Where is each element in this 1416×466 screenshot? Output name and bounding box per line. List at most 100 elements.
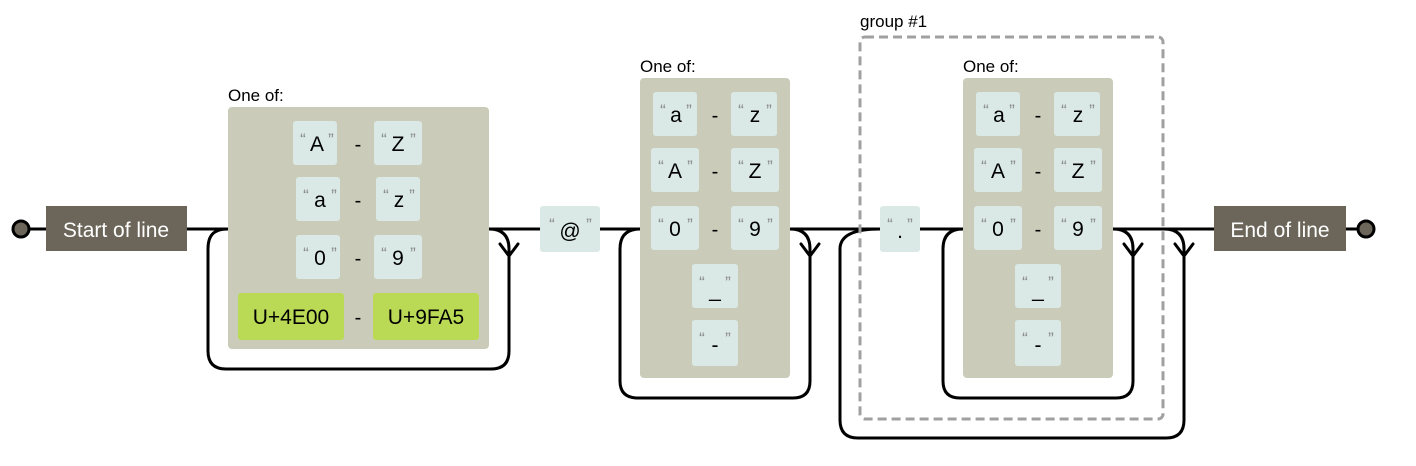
open-quote: “	[549, 215, 555, 234]
literal-box	[1054, 206, 1102, 250]
open-quote: “	[658, 215, 664, 234]
close-quote: ”	[687, 157, 693, 176]
close-quote: ”	[1010, 215, 1016, 234]
set2-range-c: “ 0 ” - “ 9 ”	[651, 206, 779, 250]
dot-literal-box	[880, 206, 920, 252]
literal-box	[296, 177, 340, 221]
close-quote: ”	[1048, 273, 1054, 292]
unicode-box	[238, 293, 344, 340]
close-quote: ”	[766, 101, 772, 120]
start-anchor-label: Start of line	[63, 219, 169, 242]
literal-box	[651, 206, 699, 250]
literal-box	[731, 92, 777, 136]
range-start-char: 0	[669, 218, 681, 241]
open-quote: “	[738, 157, 744, 176]
open-quote: “	[981, 215, 987, 234]
close-quote: ”	[331, 186, 337, 205]
range-end-char: 9	[749, 218, 761, 241]
open-quote: “	[1061, 101, 1067, 120]
range-end-char: z	[394, 189, 405, 212]
unicode-start: U+4E00	[253, 306, 329, 329]
literal-box	[296, 235, 340, 279]
at-literal: @	[559, 220, 580, 243]
range-start-char: a	[314, 189, 326, 212]
range-end-char: Z	[749, 160, 762, 183]
open-quote: “	[887, 215, 893, 234]
open-quote: “	[983, 101, 989, 120]
close-quote: ”	[767, 157, 773, 176]
close-quote: ”	[331, 244, 337, 263]
open-quote: “	[381, 244, 387, 263]
set3-range-b: “ A ” - “ Z ”	[974, 148, 1102, 192]
end-anchor-label: End of line	[1230, 219, 1329, 242]
range-dash: -	[712, 219, 719, 241]
set3-caption: One of:	[963, 57, 1019, 76]
set1-range-b: “ a ” - “ z ”	[296, 177, 420, 221]
close-quote: ”	[586, 215, 592, 234]
literal-box	[1054, 92, 1100, 136]
close-quote: ”	[725, 273, 731, 292]
close-quote: ”	[1089, 101, 1095, 120]
open-quote: “	[981, 157, 987, 176]
close-quote: ”	[1090, 215, 1096, 234]
literal-box	[1015, 264, 1061, 308]
close-quote: ”	[328, 130, 334, 149]
literal-box	[731, 206, 779, 250]
close-quote: ”	[725, 329, 731, 348]
open-quote: “	[1061, 157, 1067, 176]
single-char: _	[708, 279, 721, 302]
range-dash: -	[1035, 219, 1042, 241]
close-quote: ”	[907, 215, 913, 234]
range-dash: -	[712, 161, 719, 183]
literal-box	[653, 92, 697, 136]
close-quote: ”	[410, 244, 416, 263]
close-quote: ”	[1009, 101, 1015, 120]
range-start-char: A	[310, 133, 324, 156]
range-end-char: 9	[1072, 218, 1084, 241]
range-end-char: Z	[392, 133, 405, 156]
range-dash: -	[355, 134, 362, 156]
range-end-char: z	[1073, 104, 1084, 127]
open-quote: “	[699, 273, 705, 292]
set1-range-c: “ 0 ” - “ 9 ”	[296, 235, 422, 279]
unicode-end: U+9FA5	[388, 306, 464, 329]
literal-box	[692, 320, 738, 366]
connector-paths	[16, 227, 1368, 440]
literal-box	[374, 235, 422, 279]
range-dash: -	[355, 307, 362, 329]
end-anchor-box	[1214, 206, 1346, 251]
set3-single-hyphen: “ - ”	[1015, 320, 1061, 366]
range-dash: -	[1035, 105, 1042, 127]
open-quote: “	[383, 186, 389, 205]
set1-box	[228, 107, 489, 349]
single-char: -	[1035, 334, 1042, 357]
open-quote: “	[658, 157, 664, 176]
literal-box	[731, 148, 779, 192]
close-quote: ”	[1010, 157, 1016, 176]
range-end-char: z	[750, 104, 761, 127]
literal-box	[374, 121, 422, 165]
set2-range-b: “ A ” - “ Z ”	[651, 148, 779, 192]
literal-box	[651, 148, 699, 192]
set1-caption: One of:	[228, 86, 284, 105]
open-quote: “	[660, 101, 666, 120]
range-start-char: A	[668, 160, 682, 183]
open-quote: “	[1022, 329, 1028, 348]
literal-box	[976, 92, 1020, 136]
at-literal-box	[540, 206, 600, 252]
range-end-char: Z	[1072, 160, 1085, 183]
literal-box	[376, 177, 420, 221]
literal-box	[974, 206, 1022, 250]
dot-literal: .	[897, 220, 903, 243]
range-dash: -	[1035, 161, 1042, 183]
set2-single-underscore: “ _ ”	[692, 264, 738, 308]
range-dash: -	[355, 248, 362, 270]
open-quote: “	[738, 101, 744, 120]
range-start-char: a	[993, 104, 1005, 127]
unicode-box	[373, 293, 479, 340]
close-quote: ”	[1048, 329, 1054, 348]
range-dash: -	[355, 190, 362, 212]
start-anchor-box	[46, 206, 187, 251]
close-quote: ”	[687, 215, 693, 234]
